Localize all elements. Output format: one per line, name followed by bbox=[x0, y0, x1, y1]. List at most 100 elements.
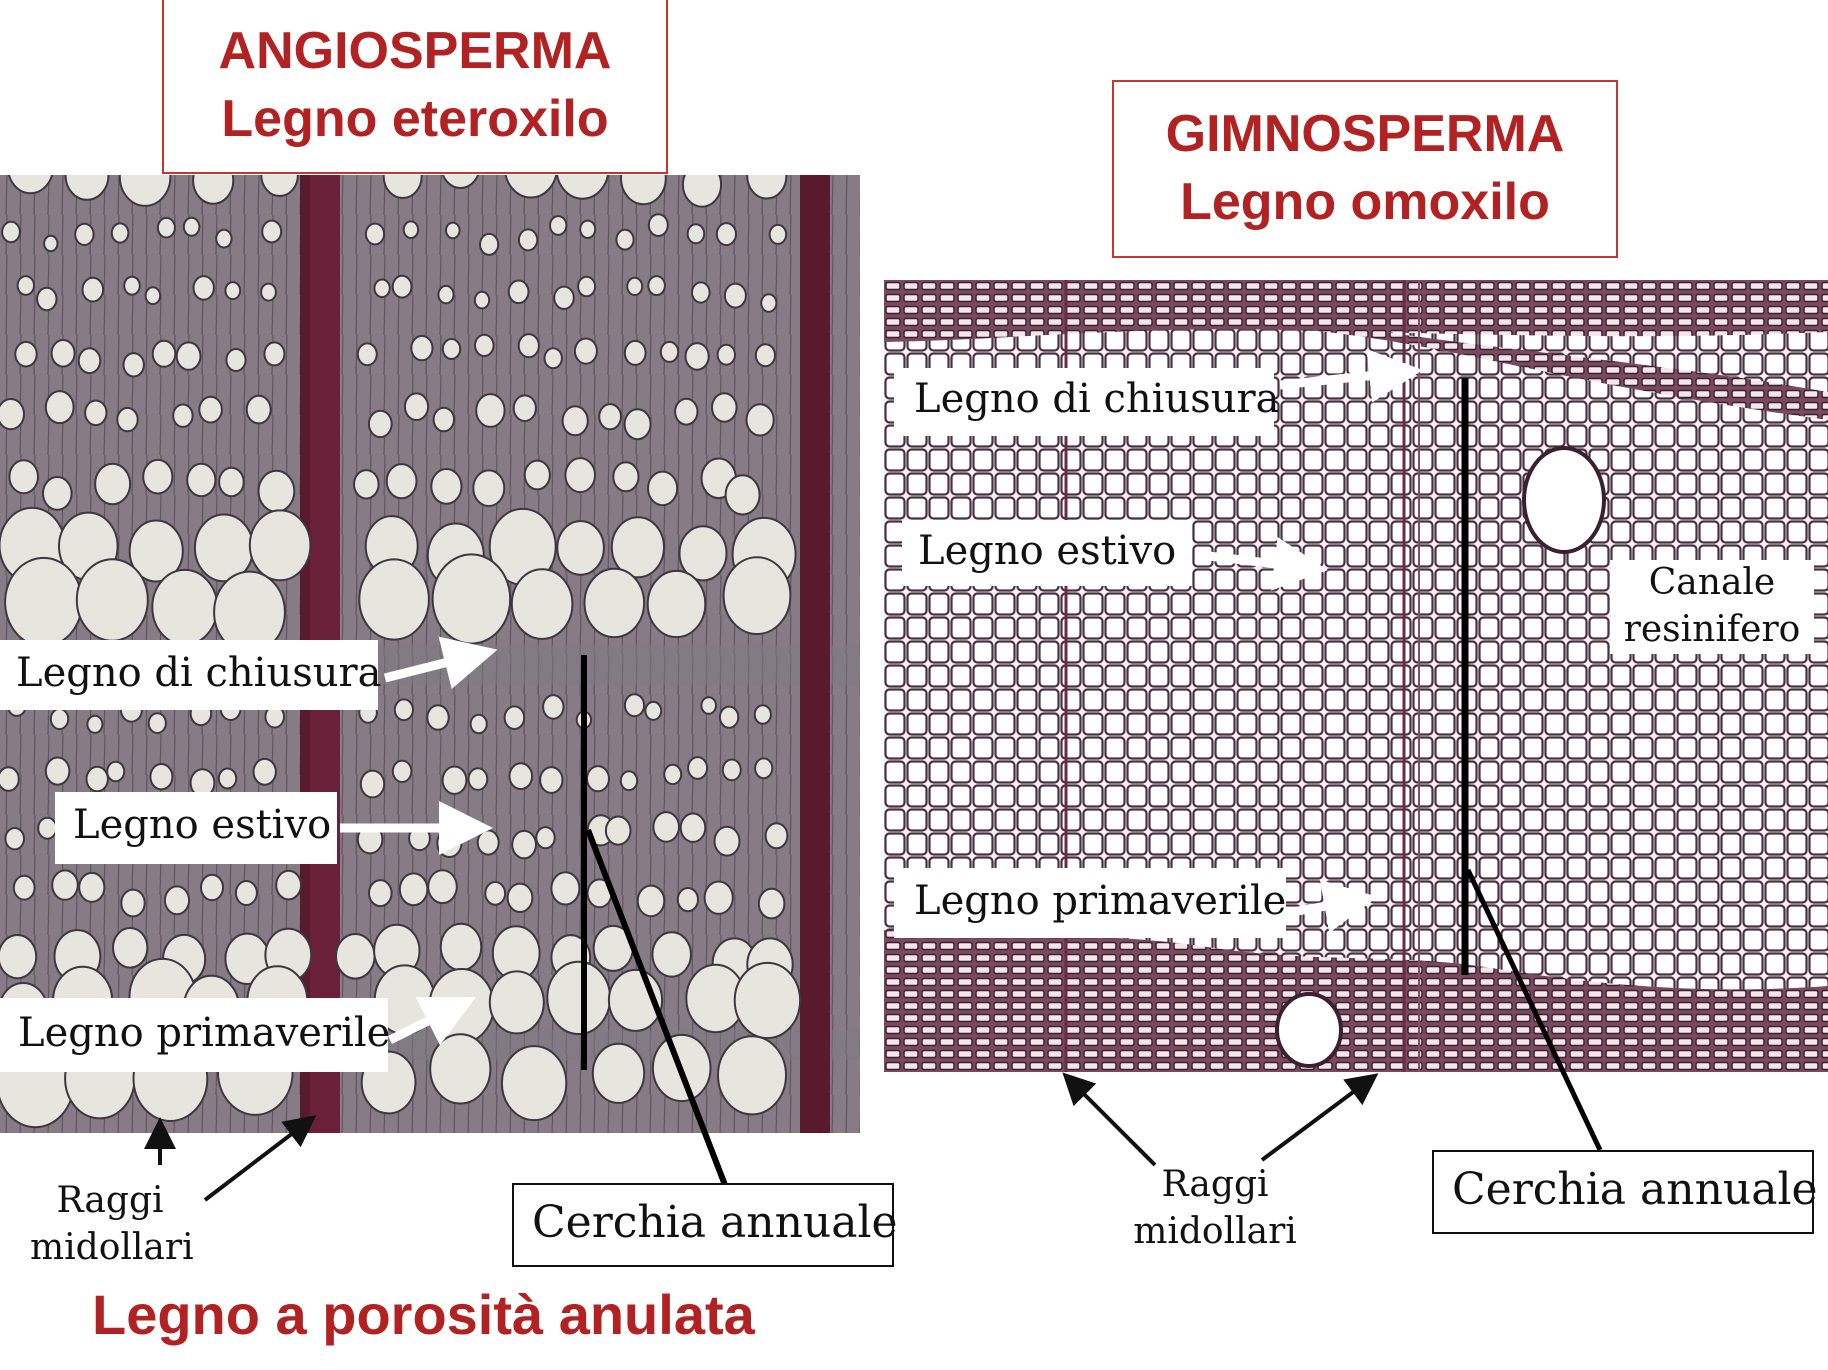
vessel-pore bbox=[234, 880, 258, 906]
vessel-pore bbox=[260, 282, 277, 302]
vessel-pore bbox=[50, 339, 76, 368]
vessel-pore bbox=[44, 756, 71, 786]
vessel-pore bbox=[647, 213, 669, 237]
gimno-canale-line2: resinifero bbox=[1623, 608, 1801, 650]
gimno-label-chiusura: Legno di chiusura bbox=[894, 368, 1280, 436]
vessel-pore bbox=[652, 811, 681, 843]
vessel-pore bbox=[359, 769, 386, 799]
vessel-pore bbox=[500, 1045, 568, 1122]
angio-label-raggi: Raggi midollari bbox=[30, 1178, 194, 1272]
vessel-pore bbox=[86, 714, 104, 734]
vessel-pore bbox=[577, 275, 597, 298]
vessel-pore bbox=[12, 874, 36, 901]
vessel-pore bbox=[260, 175, 299, 197]
vessel-pore bbox=[592, 924, 634, 972]
vessel-pore bbox=[1, 220, 21, 244]
vessel-pore bbox=[84, 399, 108, 427]
vessel-pore bbox=[733, 961, 802, 1040]
vessel-pore bbox=[151, 568, 219, 646]
vessel-pore bbox=[472, 469, 506, 508]
vessel-pore bbox=[543, 347, 563, 370]
vessel-pore bbox=[441, 175, 480, 189]
vessel-pore bbox=[753, 704, 772, 725]
vessel-pore bbox=[583, 567, 646, 639]
vessel-pore bbox=[364, 222, 386, 246]
vessel-pore bbox=[553, 285, 575, 311]
vessel-pore bbox=[517, 228, 539, 252]
vessel-pore bbox=[436, 828, 463, 858]
vessel-pore bbox=[7, 175, 54, 195]
vessel-pore bbox=[760, 293, 778, 313]
vessel-pore bbox=[120, 888, 146, 918]
vessel-pore bbox=[151, 339, 177, 368]
vessel-pore bbox=[711, 392, 738, 423]
vessel-pore bbox=[768, 223, 788, 245]
vessel-pore bbox=[746, 175, 788, 200]
vessel-pore bbox=[358, 558, 430, 641]
gimno-label-estivo: Legno estivo bbox=[902, 520, 1192, 586]
angio-label-estivo: Legno estivo bbox=[55, 792, 337, 864]
vessel-pore bbox=[684, 342, 710, 371]
vessel-pore bbox=[426, 704, 450, 731]
vessel-pore bbox=[75, 558, 149, 642]
vessel-pore bbox=[8, 459, 40, 495]
vessel-pore bbox=[700, 696, 718, 715]
vessel-pore bbox=[77, 347, 102, 375]
vessel-pore bbox=[586, 878, 613, 909]
gimno-label-cerchia: Cerchia annuale bbox=[1432, 1150, 1818, 1234]
vessel-pore bbox=[703, 880, 734, 915]
gimno-raggi-line2: midollari bbox=[1133, 1210, 1297, 1252]
vessel-pore bbox=[37, 816, 58, 840]
vessel-pore bbox=[373, 278, 391, 299]
vessel-pore bbox=[356, 824, 384, 855]
vessel-pore bbox=[722, 556, 792, 636]
angiosperm-subtitle: Legno eteroxilo bbox=[221, 90, 609, 148]
vessel-pore bbox=[0, 766, 20, 792]
vessel-pore bbox=[575, 710, 593, 730]
vessel-pore bbox=[556, 175, 609, 200]
vessel-pore bbox=[467, 767, 489, 791]
vessel-pore bbox=[646, 569, 707, 639]
vessel-pore bbox=[142, 458, 174, 495]
vessel-pore bbox=[78, 871, 106, 903]
vessel-pore bbox=[636, 884, 666, 918]
vessel-pore bbox=[579, 219, 597, 239]
vessel-pore bbox=[573, 337, 598, 365]
vessel-pore bbox=[586, 765, 610, 793]
vessel-pore bbox=[156, 216, 176, 239]
vessel-pore bbox=[42, 476, 73, 511]
vessel-pore bbox=[504, 175, 558, 199]
vessel-pore bbox=[144, 286, 162, 306]
vessel-pore bbox=[149, 763, 174, 791]
vessel-pore bbox=[367, 409, 393, 439]
vessel-pore bbox=[542, 694, 565, 720]
vessel-pore bbox=[200, 873, 224, 902]
arrow-gimno-raggi-2 bbox=[1260, 1073, 1379, 1162]
vessel-pore bbox=[391, 274, 413, 299]
vessel-pore bbox=[368, 879, 393, 908]
vessel-pore bbox=[474, 333, 495, 357]
vessel-pore bbox=[44, 390, 75, 425]
vessel-pore bbox=[335, 933, 376, 980]
vessel-pore bbox=[192, 275, 215, 301]
vessel-pore bbox=[439, 922, 483, 972]
vessel-pore bbox=[623, 339, 647, 366]
vessel-pore bbox=[612, 461, 640, 493]
vessel-pore bbox=[512, 394, 537, 422]
vessel-pore bbox=[252, 757, 277, 786]
gimno-label-raggi: Raggi midollari bbox=[1130, 1162, 1300, 1256]
vessel-pore bbox=[713, 825, 741, 857]
vessel-pore bbox=[715, 222, 738, 247]
vessel-pore bbox=[186, 462, 217, 498]
vessel-pore bbox=[556, 520, 605, 576]
vessel-pore bbox=[245, 394, 272, 425]
arrow-gimno-raggi-1 bbox=[1062, 1072, 1157, 1167]
vessel-pore bbox=[128, 519, 184, 583]
vessel-pore bbox=[198, 395, 223, 424]
vessel-pore bbox=[428, 968, 495, 1044]
vessel-pore bbox=[441, 765, 468, 795]
medullary-ray bbox=[800, 175, 830, 1133]
gymnosperm-title-box: GIMNOSPERMA Legno omoxilo bbox=[1112, 80, 1618, 258]
vessel-pore bbox=[385, 463, 418, 500]
gimno-raggi-line1: Raggi bbox=[1161, 1164, 1269, 1205]
